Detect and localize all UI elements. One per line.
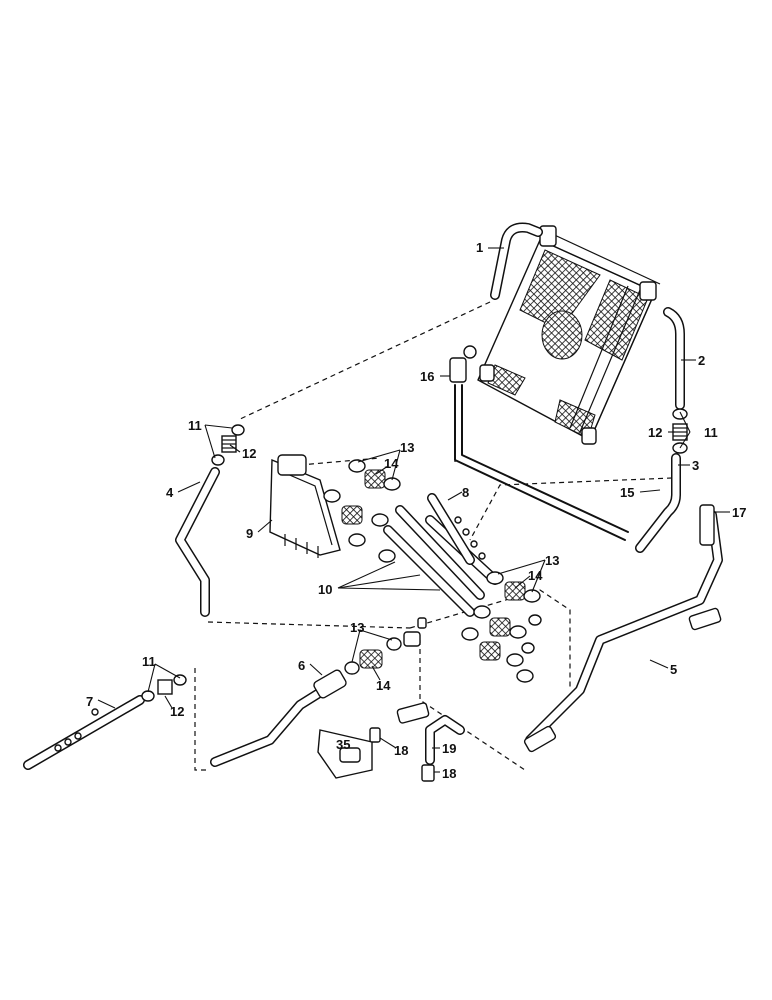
callout-15: 15 <box>620 485 634 500</box>
fitting-18-upper <box>369 727 381 743</box>
callout-19: 19 <box>442 741 456 756</box>
leader-lines <box>97 247 730 773</box>
coupling-group-middle <box>344 617 427 675</box>
valve-block-9 <box>269 454 341 558</box>
callout-13-bottom: 13 <box>545 553 559 568</box>
callout-6: 6 <box>298 658 305 673</box>
callout-labels: 1 2 3 4 5 6 7 8 9 10 11 11 11 12 12 12 1… <box>86 240 746 781</box>
callout-14-middle: 14 <box>376 678 391 693</box>
callout-14-top: 14 <box>384 456 399 471</box>
callout-9: 9 <box>246 526 253 541</box>
pipe-7 <box>23 674 187 770</box>
fitting-16 <box>449 345 477 383</box>
part-8 <box>427 493 486 565</box>
callout-13-middle: 13 <box>350 620 364 635</box>
callout-7: 7 <box>86 694 93 709</box>
hose-19 <box>396 702 465 765</box>
fitting-17 <box>699 504 715 546</box>
callout-17: 17 <box>732 505 746 520</box>
fitting-set-right <box>672 408 688 454</box>
callout-5: 5 <box>670 662 677 677</box>
pipe-5 <box>523 510 723 753</box>
callout-18-lower: 18 <box>442 766 456 781</box>
callout-11-lower: 11 <box>142 654 156 669</box>
hoses-10 <box>383 505 500 617</box>
oil-cooler <box>477 225 661 445</box>
callout-16: 16 <box>420 369 434 384</box>
callout-12-lower: 12 <box>170 704 184 719</box>
valve-35 <box>317 729 373 779</box>
pipe-6 <box>210 669 347 767</box>
callout-14-bottom: 14 <box>528 568 543 583</box>
callout-10: 10 <box>318 582 332 597</box>
callout-11-right: 11 <box>704 425 718 440</box>
callout-2: 2 <box>698 353 705 368</box>
callout-3: 3 <box>692 458 699 473</box>
coupling-group-bottom <box>461 571 542 683</box>
callout-11-left: 11 <box>188 418 202 433</box>
callout-12-right: 12 <box>648 425 662 440</box>
fitting-set-left-top <box>211 424 245 466</box>
coupling-group-top <box>323 459 401 563</box>
callout-35: 35 <box>336 737 350 752</box>
callout-4: 4 <box>166 485 174 500</box>
callout-18-upper: 18 <box>394 743 408 758</box>
hose-1 <box>490 222 543 300</box>
hose-2 <box>663 307 685 410</box>
callout-12-left: 12 <box>242 446 256 461</box>
callout-1: 1 <box>476 240 483 255</box>
callout-8: 8 <box>462 485 469 500</box>
pipe-4 <box>175 467 220 617</box>
pipe-3 <box>635 453 681 553</box>
fitting-18-lower <box>421 764 435 782</box>
callout-13-top: 13 <box>400 440 414 455</box>
